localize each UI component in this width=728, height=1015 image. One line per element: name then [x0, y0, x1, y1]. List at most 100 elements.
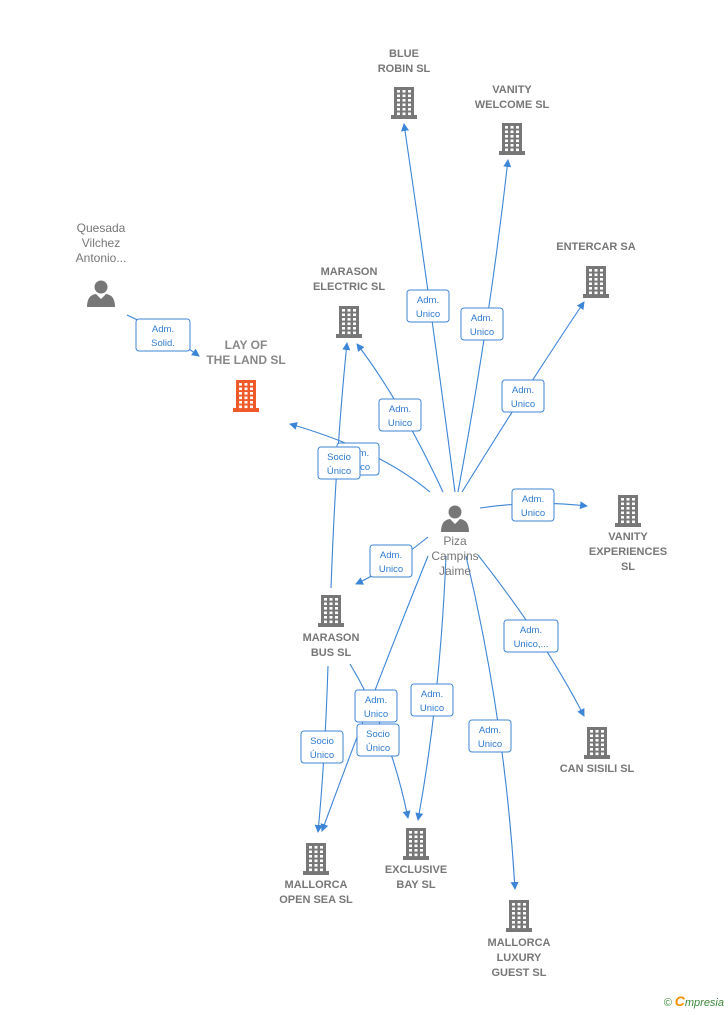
node-label-line: VANITY: [608, 531, 648, 543]
edge-label-line: Adm.: [152, 324, 174, 335]
edge-label-box: [460, 307, 504, 341]
edge-label-line: Adm.: [512, 385, 534, 396]
edge-label-line: Único: [327, 466, 351, 477]
node-label-line: WELCOME SL: [475, 99, 550, 111]
node-label-line: BUS SL: [311, 647, 352, 659]
building-icon: [615, 495, 641, 527]
edge-label-line: Unico,...: [514, 639, 549, 650]
edge-label[interactable]: Adm. Unico: [354, 689, 398, 723]
edge-label-box: [135, 318, 191, 352]
building-icon: [303, 843, 329, 875]
edge-label-line: Unico: [478, 739, 502, 750]
edge-label-line: Unico: [420, 703, 444, 714]
edge-label-box: [511, 488, 555, 522]
edge-label-box: [356, 723, 400, 757]
edge-label-line: Unico: [379, 564, 403, 575]
brand-name: mpresia: [684, 997, 724, 1009]
node-marason-electric[interactable]: MARASON ELECTRIC SL: [313, 266, 385, 338]
node-label-line: SL: [621, 561, 635, 573]
edge-label-line: Adm.: [421, 689, 443, 700]
node-label-line: ELECTRIC SL: [313, 281, 385, 293]
edge-label-box: [378, 398, 422, 432]
node-label-line: EXCLUSIVE: [385, 864, 447, 876]
edge-label-line: Adm.: [380, 550, 402, 561]
building-icon: [403, 828, 429, 860]
edge-label-line: Único: [366, 743, 390, 754]
building-icon: [584, 727, 610, 759]
copyright-symbol: ©: [663, 997, 672, 1009]
node-vanity-welcome[interactable]: VANITY WELCOME SL: [475, 84, 550, 155]
edge-label-line: Socio: [327, 452, 351, 463]
edge-label-box: [410, 683, 454, 717]
node-label-line: MALLORCA: [285, 879, 348, 891]
node-mallorca-luxury[interactable]: MALLORCA LUXURY GUEST SL: [488, 900, 551, 979]
node-label-line: Piza: [443, 534, 467, 548]
edge-label-line: Adm.: [522, 494, 544, 505]
building-icon: [336, 306, 362, 338]
node-label-line: GUEST SL: [491, 967, 546, 979]
edge-label-line: Adm.: [389, 404, 411, 415]
building-icon: [499, 123, 525, 155]
edge-label-line: Adm.: [479, 725, 501, 736]
node-vanity-experiences[interactable]: VANITY EXPERIENCES SL: [589, 495, 667, 573]
edge-label-line: Unico: [388, 418, 412, 429]
edge-label[interactable]: Adm. Solid.: [135, 318, 191, 352]
edge-label[interactable]: Adm.Unico: [406, 289, 450, 323]
brand-initial: C: [674, 993, 685, 1009]
edge-label[interactable]: Adm. Unico,...: [503, 619, 559, 653]
edge-label-box: [468, 719, 512, 753]
node-entercar[interactable]: ENTERCAR SA: [556, 241, 636, 298]
edge-label-line: Unico: [521, 508, 545, 519]
edge-label-line: Solid.: [151, 338, 175, 349]
edge-label[interactable]: Adm. Unico: [410, 683, 454, 717]
edge-label-box: [501, 379, 545, 413]
node-can-sisili[interactable]: CAN SISILI SL: [560, 727, 635, 775]
footer-brand: © Cmpresia: [664, 993, 724, 1009]
node-label-line: OPEN SEA SL: [279, 894, 353, 906]
node-label-line: Quesada: [77, 221, 126, 235]
edge-label-line: Socio: [366, 729, 390, 740]
edge-label[interactable]: Adm.Unico: [460, 307, 504, 341]
node-label-line: LUXURY: [497, 952, 542, 964]
node-label-line: VANITY: [492, 84, 532, 96]
node-label-line: MALLORCA: [488, 937, 551, 949]
node-label-line: EXPERIENCES: [589, 546, 667, 558]
node-label-line: THE LAND SL: [206, 353, 285, 367]
edge-label-line: Adm.: [520, 625, 542, 636]
node-label-line: MARASON: [303, 632, 360, 644]
edge-label-line: Adm.: [417, 295, 439, 306]
edge-label-box: [317, 446, 361, 480]
edge-label[interactable]: Adm.Unico: [501, 379, 545, 413]
node-label-line: ROBIN SL: [378, 63, 431, 75]
edge-label[interactable]: Adm. Unico: [378, 398, 422, 432]
node-label-line: LAY OF: [225, 338, 268, 352]
node-marason-bus[interactable]: MARASON BUS SL: [303, 595, 360, 659]
node-label-line: ENTERCAR SA: [556, 241, 636, 253]
building-icon: [233, 380, 259, 412]
building-icon: [318, 595, 344, 627]
edge-label-line: Adm.: [365, 695, 387, 706]
edge-label-box: [300, 730, 344, 764]
edge-label-line: Unico: [364, 709, 388, 720]
node-label-line: MARASON: [321, 266, 378, 278]
edge-label-box: [369, 544, 413, 578]
edge-label-box: [406, 289, 450, 323]
edge-label[interactable]: Adm. Unico: [369, 544, 413, 578]
edge-label-box: [503, 619, 559, 653]
node-label-line: Vilchez: [82, 236, 120, 250]
node-label-line: Campins: [431, 549, 478, 563]
node-mallorca-open-sea[interactable]: MALLORCA OPEN SEA SL: [279, 843, 353, 906]
edge-label-line: Adm.: [471, 313, 493, 324]
edge-label[interactable]: Adm. Unico: [468, 719, 512, 753]
node-quesada[interactable]: QuesadaVilchezAntonio...: [76, 221, 127, 307]
edge-label[interactable]: Adm. Unico: [511, 488, 555, 522]
